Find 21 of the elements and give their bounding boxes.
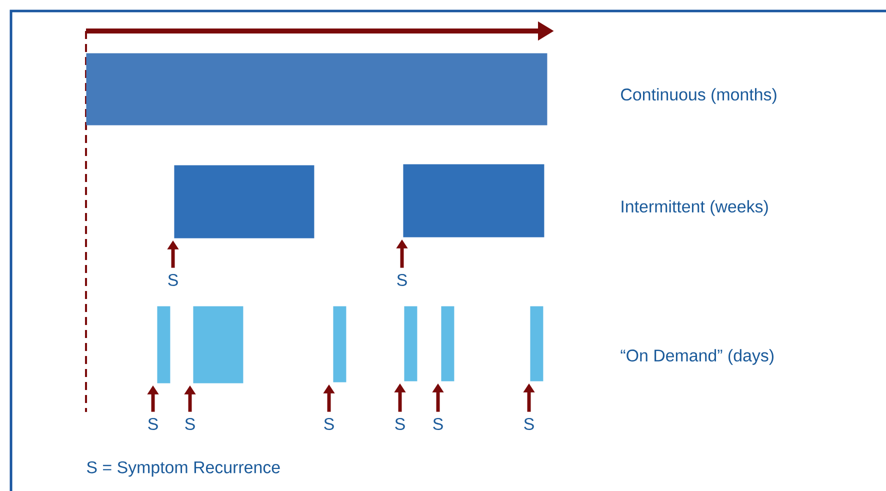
bar [157, 306, 170, 384]
bar [193, 306, 244, 384]
bar [404, 306, 418, 382]
bar [403, 164, 544, 238]
row-label: “On Demand” (days) [620, 349, 774, 365]
bar [333, 306, 346, 382]
symbol-label: S [168, 274, 178, 286]
symbol-label: S [395, 418, 405, 430]
symbol-label: S [185, 418, 195, 430]
symbol-label: S [433, 418, 443, 430]
bar [441, 306, 454, 382]
bar [86, 53, 548, 126]
symbol-label: S [397, 274, 407, 286]
row-label: Continuous (months) [621, 88, 776, 104]
legend-text: S = Symptom Recurrence [86, 461, 280, 477]
symbol-label: S [324, 418, 334, 430]
symbol-label: S [148, 418, 158, 430]
row-label: Intermittent (weeks) [622, 200, 768, 216]
bar [530, 306, 544, 382]
bar [174, 165, 314, 238]
symbol-label: S [524, 418, 534, 430]
